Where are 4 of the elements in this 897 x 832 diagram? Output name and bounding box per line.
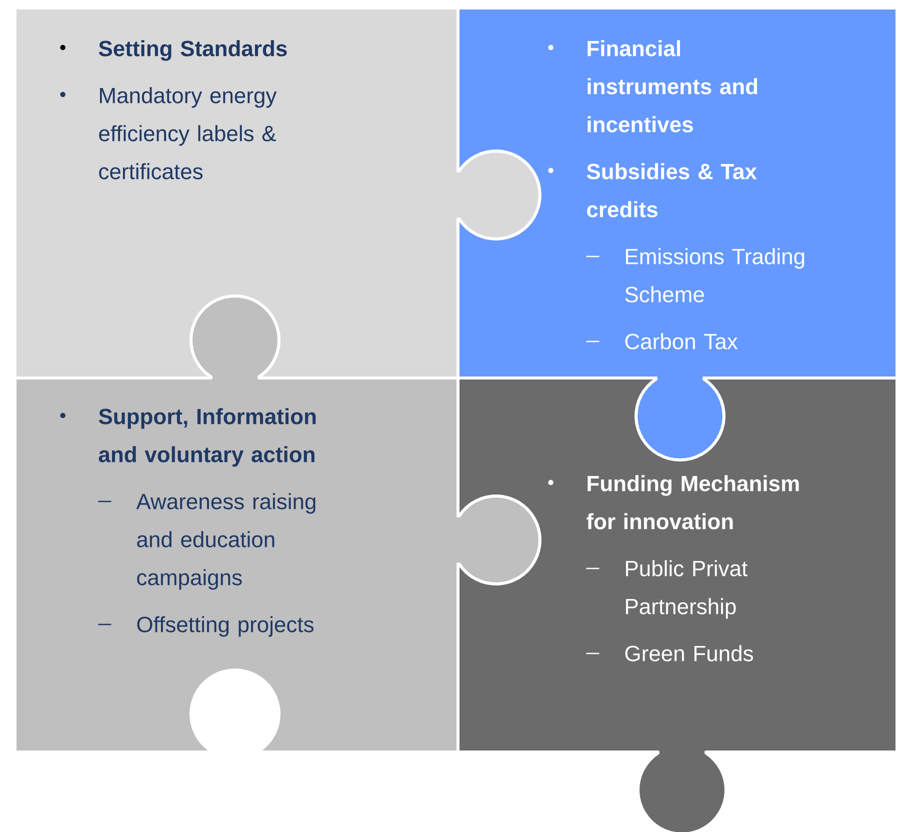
puzzle-piece: Support, Information and voluntary action Awareness raising and education campaigns Offsetting projects [14,294,542,754]
puzzle-piece: Setting Standards Mandatory energy efficiency labels & certificates [14,6,542,380]
puzzle-piece: Funding Mechanism for innovation Public Privat Partnership Green Funds [456,376,897,832]
puzzle-piece: Financial instruments and incentives Subsidies & Tax credits Emissions Trading Scheme Carbon Tax [456,6,897,462]
